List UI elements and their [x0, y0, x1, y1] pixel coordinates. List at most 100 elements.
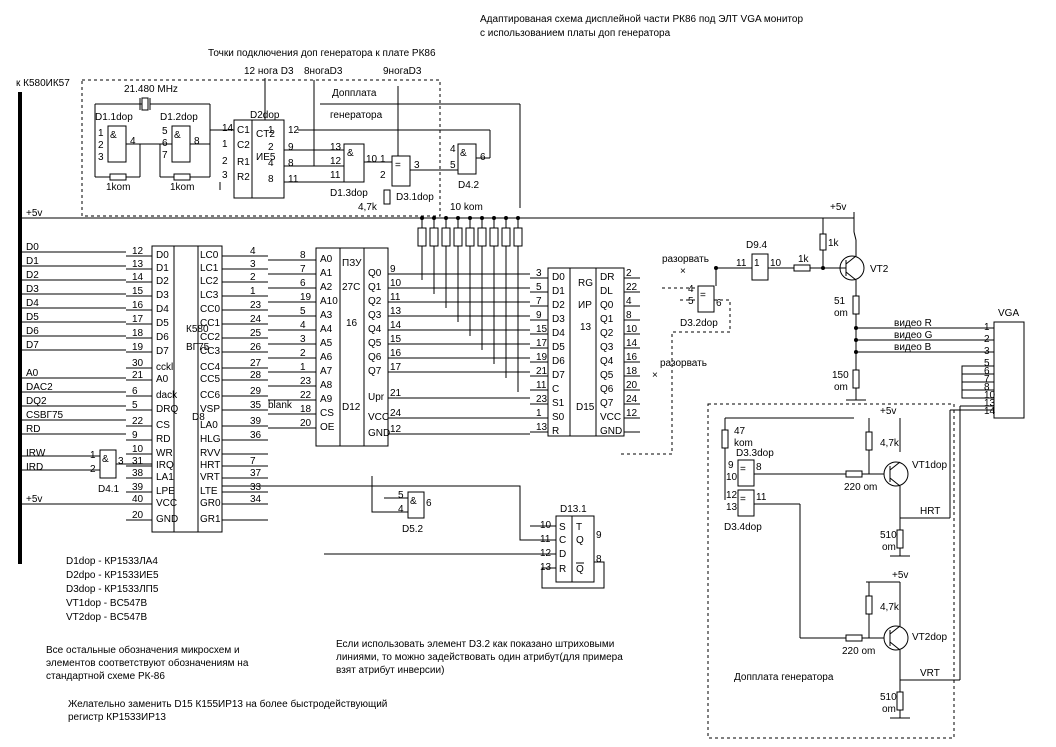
d8-pin-8: cckl: [156, 362, 173, 373]
svg-text:om: om: [882, 542, 896, 553]
d8-pin-6: D6: [156, 332, 169, 343]
d3-1-gate: [391, 155, 411, 187]
addon-label-1: Допплата: [332, 88, 377, 99]
d8-pin-num: 20: [132, 510, 144, 521]
d8-pin-num: 9: [132, 430, 138, 441]
d8-out-num: 39: [250, 416, 262, 427]
rg-in-num: 21: [536, 366, 548, 377]
svg-text:om: om: [834, 308, 848, 319]
rom-pin-num: 3: [300, 334, 306, 345]
d8-out-8: CC4: [200, 362, 220, 373]
svg-text:D12: D12: [342, 402, 361, 413]
svg-text:4: 4: [688, 284, 694, 295]
r1-label: 1kom: [106, 182, 130, 193]
rg-in-S1: S1: [552, 398, 565, 409]
d8-pin-18: VCC: [156, 498, 177, 509]
rg-in-num: 23: [536, 394, 548, 405]
d8-pin-13: RD: [156, 434, 170, 445]
svg-text:13: 13: [726, 502, 738, 513]
d8-out-num: 26: [250, 342, 262, 353]
svg-text:9: 9: [728, 460, 734, 471]
svg-text:51: 51: [834, 296, 846, 307]
rg-out-DR: DR: [600, 272, 614, 283]
svg-text:CT2: CT2: [256, 129, 275, 140]
d8-pin-num: 15: [132, 286, 144, 297]
svg-text:=: =: [395, 160, 401, 171]
svg-text:11: 11: [756, 492, 767, 503]
bus-label-RD: RD: [26, 424, 40, 435]
d8-out-num: 25: [250, 328, 262, 339]
d8-pin-num: 19: [132, 342, 144, 353]
svg-text:S: S: [559, 522, 566, 533]
vga-pin-5: 5: [984, 358, 990, 369]
d8-out-11: VSP: [200, 404, 220, 415]
cut-label-2: разорвать: [660, 358, 707, 369]
r10k-label: 10 kom: [450, 202, 483, 213]
rg-out-num: 20: [626, 380, 638, 391]
d8-out-10: CC6: [200, 390, 220, 401]
cut-label-1: разорвать: [662, 254, 709, 265]
vga-label: VGA: [998, 308, 1019, 319]
svg-text:12: 12: [726, 490, 738, 501]
d8-out-num: 35: [250, 400, 262, 411]
d4-1-label: D4.1: [98, 484, 120, 495]
gen-points-label: Точки подключения доп генератора к плате…: [208, 48, 436, 59]
svg-text:5: 5: [398, 490, 404, 501]
d8-pin-15: IRQ: [156, 460, 174, 471]
svg-text:+5v: +5v: [892, 570, 908, 581]
title-line2: с использованием платы доп генератора: [480, 28, 671, 39]
d8-pin-num: 40: [132, 494, 144, 505]
d8-pin-2: D2: [156, 276, 169, 287]
d8-pin-5: D5: [156, 318, 169, 329]
bus-label-IRW: IRW: [26, 448, 46, 459]
d8-pin-num: 22: [132, 416, 144, 427]
hrt-out-label: HRT: [920, 506, 940, 517]
d5-2-label: D5.2: [402, 524, 424, 535]
svg-text:12: 12: [288, 125, 300, 136]
bus-label-DQ2: DQ2: [26, 396, 47, 407]
svg-text:3: 3: [98, 152, 104, 163]
vga-pin-10: 10: [984, 390, 996, 401]
svg-text:9: 9: [288, 142, 294, 153]
d1-3-gate: [343, 143, 365, 183]
d8-out-num: 29: [250, 386, 262, 397]
d8-out-num: 33: [250, 482, 262, 493]
rom-pin-A8: A8: [320, 380, 333, 391]
rom-pin-num: 7: [300, 264, 306, 275]
rg-out-GND: GND: [600, 426, 622, 437]
rom-pin-A6: A6: [320, 352, 333, 363]
addon-label-2: генератора: [330, 110, 383, 121]
d8-pin-num: 18: [132, 328, 144, 339]
rg-out-num: 14: [626, 338, 638, 349]
svg-text:&: &: [102, 454, 109, 465]
d8-out-18: GR0: [200, 498, 221, 509]
rg-out-Q4: Q4: [600, 356, 614, 367]
rg-out-Q7: Q7: [600, 398, 614, 409]
svg-text:R1: R1: [237, 157, 250, 168]
rom-out-num: 14: [390, 320, 402, 331]
d8-out-num: 7: [250, 456, 256, 467]
rom-pin-A4: A4: [320, 324, 333, 335]
svg-text:11: 11: [330, 170, 341, 181]
d8-out-4: CC0: [200, 304, 220, 315]
svg-text:=: =: [700, 290, 706, 301]
d8-out-5: CC1: [200, 318, 220, 329]
d8-out-num: 24: [250, 314, 262, 325]
svg-text:5: 5: [688, 296, 694, 307]
crystal-label: 21.480 MHz: [124, 84, 178, 95]
svg-text:D15: D15: [576, 402, 595, 413]
d8-out-0: LC0: [200, 250, 219, 261]
bus-label-D5: D5: [26, 312, 39, 323]
d8-out-9: CC5: [200, 374, 220, 385]
rg-in-D5: D5: [552, 342, 565, 353]
rg-out-VCC: VCC: [600, 412, 621, 423]
svg-text:7: 7: [162, 150, 168, 161]
d15-register: [547, 267, 625, 437]
svg-text:+5v: +5v: [880, 406, 896, 417]
d8-pin-num: 30: [132, 358, 144, 369]
addon-board-bottom: [707, 403, 955, 739]
rom-out-num: 12: [390, 424, 402, 435]
svg-text:×: ×: [680, 266, 686, 277]
svg-text:4,7k: 4,7k: [880, 438, 900, 449]
rom-out-num: 16: [390, 348, 402, 359]
